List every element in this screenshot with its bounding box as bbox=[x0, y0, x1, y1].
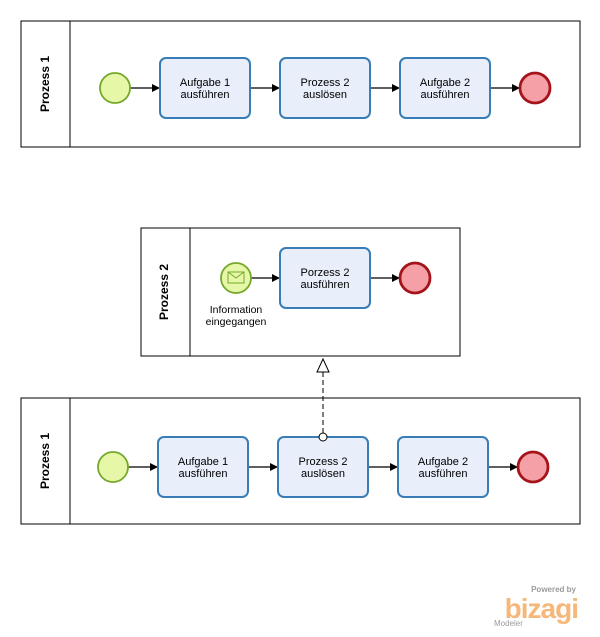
pool-label: Prozess 1 bbox=[38, 56, 52, 112]
start-event[interactable] bbox=[99, 72, 131, 104]
powered-by-text: Powered by bbox=[531, 585, 576, 594]
end-event[interactable] bbox=[516, 450, 550, 484]
bizagi-logo: bizagi bbox=[505, 593, 578, 624]
end-event[interactable] bbox=[398, 261, 432, 295]
task-box bbox=[399, 57, 491, 119]
start-event[interactable] bbox=[97, 451, 129, 483]
message-flow-arrowhead bbox=[316, 357, 330, 373]
message-flow[interactable] bbox=[316, 357, 330, 442]
modeler-text: Modeler bbox=[494, 619, 523, 628]
bizagi-watermark: Powered by bizagi Modeler bbox=[494, 585, 579, 628]
task-box bbox=[397, 436, 489, 498]
end-event[interactable] bbox=[518, 71, 552, 105]
task-box bbox=[279, 57, 371, 119]
pool-label: Prozess 2 bbox=[157, 264, 171, 320]
envelope-icon bbox=[227, 271, 245, 284]
message-flow-source-circle bbox=[318, 432, 328, 442]
message-start-event[interactable] bbox=[220, 262, 252, 294]
pool-label: Prozess 1 bbox=[38, 433, 52, 489]
task-box bbox=[279, 247, 371, 309]
task-box bbox=[157, 436, 249, 498]
task-box bbox=[159, 57, 251, 119]
